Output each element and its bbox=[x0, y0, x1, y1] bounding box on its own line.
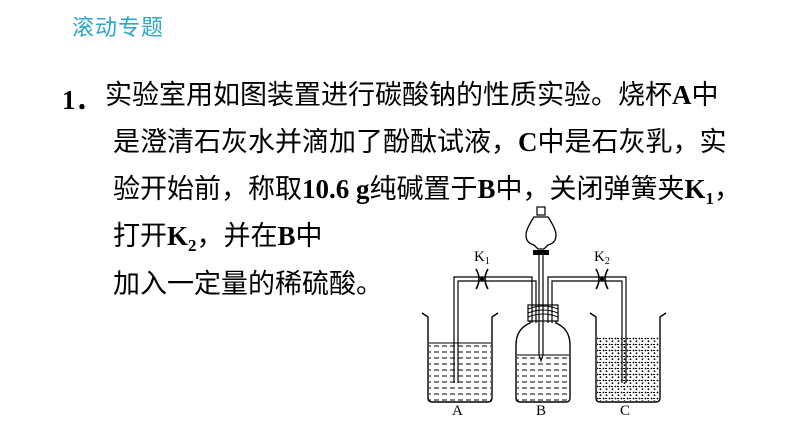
problem-line-5: 加入一定量的稀硫酸。 bbox=[113, 268, 383, 302]
line4-text3: 中 bbox=[295, 221, 323, 252]
line4-text2: ，并在 bbox=[196, 221, 278, 252]
tube-to-a bbox=[453, 276, 537, 383]
line1-text: 实验室用如图装置进行碳酸钠的性质实验。烧杯 bbox=[105, 80, 672, 111]
label-k1: K1 bbox=[474, 249, 490, 267]
line1-tail: 中 bbox=[691, 80, 719, 111]
label-k2: K2 bbox=[594, 249, 610, 267]
tube-to-c bbox=[547, 276, 627, 383]
problem-number: 1． bbox=[62, 85, 103, 115]
separatory-funnel bbox=[525, 206, 557, 363]
line3-text2: 纯碱置于 bbox=[369, 174, 478, 205]
beaker-c bbox=[589, 312, 667, 403]
section-title: 滚动专题 bbox=[72, 16, 165, 41]
problem-line-4: 打开K2，并在B中 bbox=[113, 219, 323, 263]
clamp-k2 bbox=[595, 268, 609, 290]
apparatus-diagram: K1 K2 A B C bbox=[421, 206, 667, 419]
line5-text: 加入一定量的稀硫酸。 bbox=[113, 269, 383, 300]
label-a: A bbox=[452, 403, 463, 419]
problem-line-1: 实验室用如图装置进行碳酸钠的性质实验。烧杯A中 bbox=[105, 78, 719, 113]
clamp-k1 bbox=[475, 268, 489, 290]
line2-text2: 中是石灰乳，实 bbox=[537, 127, 727, 158]
line3-text1: 验开始前，称取 bbox=[113, 174, 302, 205]
problem-line-2: 是澄清石灰水并滴加了酚酞试液，C中是石灰乳，实 bbox=[113, 125, 727, 160]
line4-text1: 打开 bbox=[113, 221, 167, 252]
beaker-a-ref: A bbox=[672, 80, 692, 110]
line3-text3: 中，关闭弹簧夹 bbox=[495, 174, 685, 205]
clamp-k2-ref: K2 bbox=[167, 221, 197, 255]
problem-line-3: 验开始前，称取10.6 g纯碱置于B中，关闭弹簧夹K1， bbox=[113, 172, 741, 216]
line2-text1: 是澄清石灰水并滴加了酚酞试液， bbox=[113, 127, 518, 158]
clamp-k1-ref: K1 bbox=[684, 174, 715, 208]
label-b: B bbox=[536, 403, 546, 419]
flask-b-ref-2: B bbox=[277, 221, 296, 251]
label-c: C bbox=[620, 403, 630, 419]
flask-b-ref: B bbox=[477, 174, 496, 204]
beaker-c-ref: C bbox=[518, 127, 538, 157]
mass-value: 10.6 g bbox=[302, 174, 370, 204]
beaker-a bbox=[421, 312, 499, 403]
line3-end: ， bbox=[714, 174, 742, 205]
